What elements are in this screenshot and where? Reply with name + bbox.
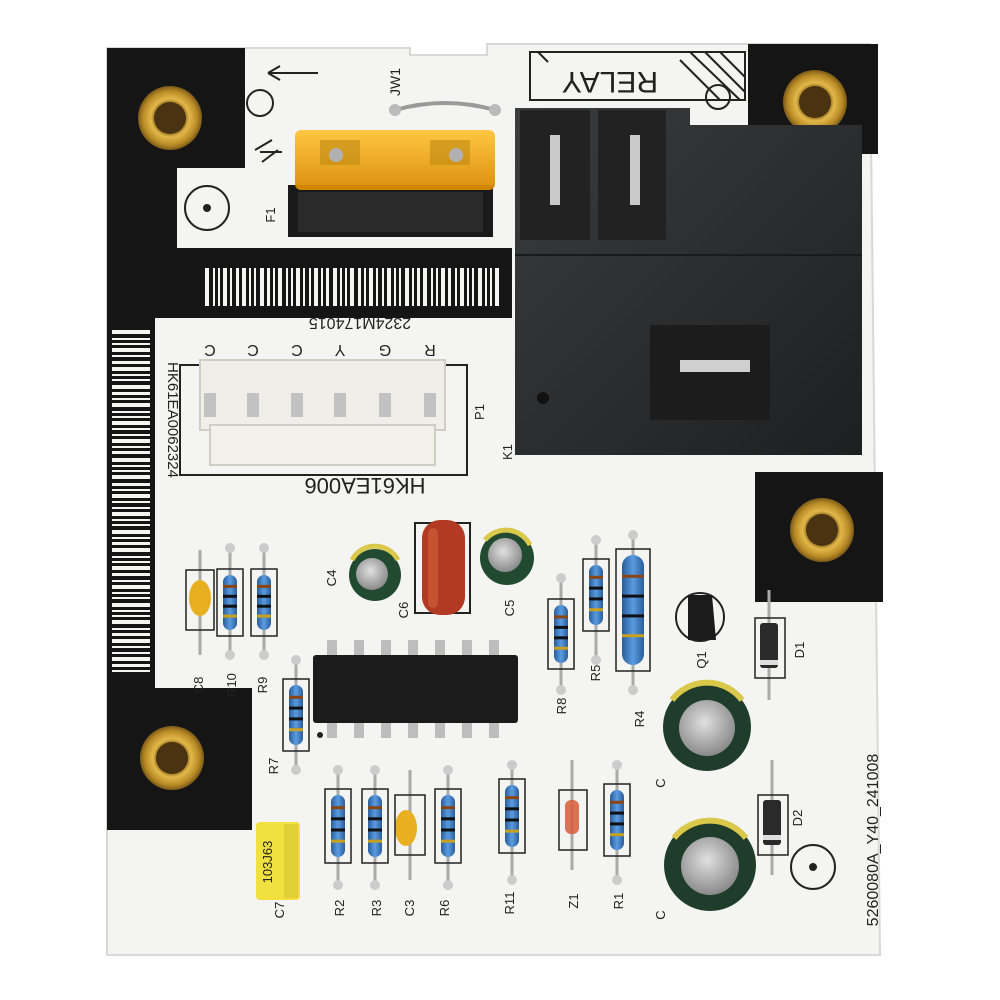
label-r6: R6 bbox=[437, 900, 452, 917]
capacitor-c5 bbox=[480, 527, 534, 585]
label-r10: R10 bbox=[224, 673, 239, 697]
ic-chip bbox=[313, 640, 518, 738]
relay-k1: K1 bbox=[500, 108, 862, 460]
electrolytic-capacitor-top bbox=[663, 679, 751, 771]
connector-label: P1 bbox=[472, 404, 487, 420]
board-id-label: 5260080A_Y40_241008 bbox=[865, 754, 882, 927]
label-c4: C4 bbox=[324, 570, 339, 587]
capacitor-c6 bbox=[414, 520, 471, 615]
capacitor-c7: 103J63 bbox=[256, 822, 300, 900]
resistor-r11 bbox=[498, 760, 526, 885]
resistor-r5 bbox=[582, 535, 610, 665]
relay-label-area: RELAY bbox=[529, 51, 746, 101]
label-r11: R11 bbox=[502, 892, 517, 915]
connector-pin-label: R bbox=[424, 341, 436, 358]
resistor-r1 bbox=[603, 760, 631, 885]
label-d2: D2 bbox=[790, 810, 805, 827]
connector-p1: P1 R G Y C C C HK61EA006 bbox=[179, 341, 487, 498]
left-barcode-text: HK61EA0062324 bbox=[164, 362, 181, 478]
top-barcode bbox=[205, 268, 499, 306]
diode-d1 bbox=[754, 590, 786, 700]
label-c7: C7 bbox=[272, 902, 287, 919]
part-number-label: HK61EA006 bbox=[304, 473, 425, 498]
connector-pin bbox=[424, 393, 436, 417]
connector-pin bbox=[247, 393, 259, 417]
label-c8: C8 bbox=[191, 677, 206, 694]
resistor-r8 bbox=[547, 573, 575, 695]
label-r2: R2 bbox=[332, 900, 347, 917]
diode-d2 bbox=[757, 760, 789, 875]
connector-pin bbox=[204, 393, 216, 417]
zener-z1 bbox=[558, 760, 588, 870]
electrolytic-capacitor-bottom bbox=[664, 817, 756, 911]
resistor-r6 bbox=[434, 765, 462, 890]
relay-ref-label: K1 bbox=[500, 444, 515, 460]
connector-pin bbox=[291, 393, 303, 417]
connector-pin-label: C bbox=[247, 341, 259, 358]
resistor-r7 bbox=[282, 655, 310, 775]
jumper-label: JW1 bbox=[387, 68, 403, 96]
resistor-r4 bbox=[615, 530, 651, 695]
connector-pin-label: C bbox=[204, 341, 216, 358]
label-c-bottom: C bbox=[653, 910, 668, 919]
label-c-top: C bbox=[653, 778, 668, 787]
resistor-r10 bbox=[216, 543, 244, 660]
label-r1: R1 bbox=[611, 893, 626, 910]
label-c6: C6 bbox=[396, 602, 411, 619]
top-barcode-text: 2324M174015 bbox=[309, 314, 411, 331]
label-r3: R3 bbox=[369, 900, 384, 917]
resistor-r2 bbox=[324, 765, 352, 890]
fuse-f1: F1 bbox=[263, 130, 495, 237]
label-d1: D1 bbox=[792, 642, 807, 659]
component-labels: C8 R10 R9 C4 C6 C5 R8 R5 R4 Q1 D1 R7 R2 … bbox=[191, 570, 807, 920]
label-c3: C3 bbox=[402, 900, 417, 917]
resistor-r3 bbox=[361, 765, 389, 890]
resistor-r9 bbox=[250, 543, 278, 660]
label-r8: R8 bbox=[554, 698, 569, 715]
fuse-label: F1 bbox=[263, 207, 278, 222]
capacitor-c8 bbox=[185, 550, 215, 655]
jumper-jw1: JW1 bbox=[387, 68, 501, 116]
connector-pin-label: Y bbox=[334, 341, 345, 358]
capacitor-c7-marking: 103J63 bbox=[260, 841, 275, 884]
connector-pin-label: G bbox=[379, 341, 391, 358]
connector-pin bbox=[379, 393, 391, 417]
connector-pin bbox=[334, 393, 346, 417]
connector-pin-label: C bbox=[291, 341, 303, 358]
capacitor-c3 bbox=[394, 770, 426, 880]
label-q1: Q1 bbox=[694, 651, 709, 668]
silkscreen-marks bbox=[184, 65, 836, 890]
label-c5: C5 bbox=[502, 600, 517, 617]
capacitor-c4 bbox=[349, 543, 401, 601]
left-barcode bbox=[112, 330, 150, 672]
label-r4: R4 bbox=[632, 711, 647, 728]
label-r9: R9 bbox=[255, 677, 270, 694]
label-r5: R5 bbox=[588, 665, 603, 682]
transistor-q1 bbox=[675, 592, 725, 642]
label-r7: R7 bbox=[266, 758, 281, 775]
relay-silkscreen-label: RELAY bbox=[562, 65, 658, 98]
mounting-holes bbox=[138, 70, 854, 790]
label-z1: Z1 bbox=[566, 893, 581, 908]
